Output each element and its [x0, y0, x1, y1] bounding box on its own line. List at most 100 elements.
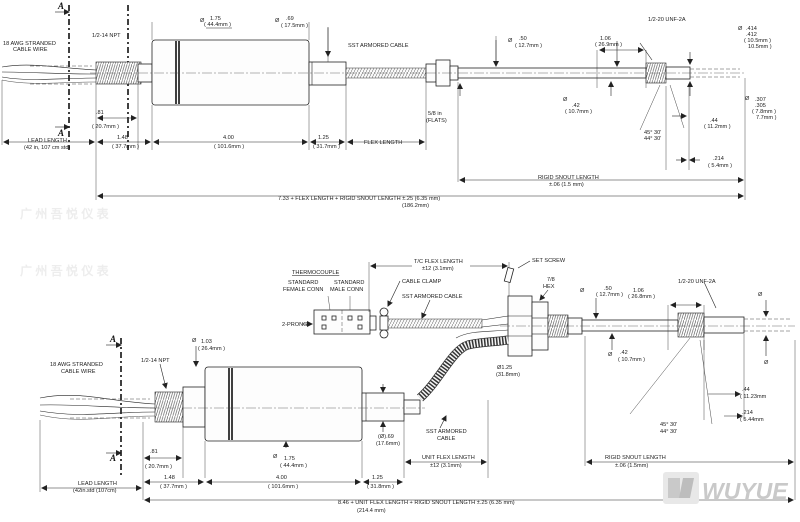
top-snouttol: ±.06 (1.5 mm) [549, 182, 584, 188]
bottom-npt-thread [154, 391, 184, 423]
bottom-d400: 4.00 [276, 475, 287, 481]
bottom-sst2: SST ARMORED [426, 429, 467, 435]
bottom-ø-label-2: Ø [580, 288, 585, 294]
bottom-awg: 18 AWG STRANDED [50, 362, 103, 368]
bottom-d148: 1.48 [164, 475, 175, 481]
bottom-d81mm: ( 20.7mm ) [145, 464, 172, 470]
bottom-d125: 1.25 [372, 475, 383, 481]
svg-text:广 州 吾 悦 仪 表: 广 州 吾 悦 仪 表 [20, 206, 110, 221]
top-d175mm: ( 44.4mm ) [204, 22, 231, 28]
bottom-d103mm: ( 26.4mm ) [198, 346, 225, 352]
bottom-bent-cable [417, 336, 509, 401]
bottom-d81: .81 [150, 449, 158, 455]
top-angle-2: 44° 30' [644, 136, 661, 142]
watermark: 广 州 吾 悦 仪 表 广 州 吾 悦 仪 表 [20, 206, 110, 278]
bottom-ø175: Ø [273, 454, 278, 460]
top-d69: .69 [286, 16, 294, 22]
bottom-sfc2: FEMALE CONN [283, 287, 323, 293]
bottom-hex2: HEX [543, 284, 555, 290]
bottom-d106: 1.06 [633, 288, 644, 294]
bottom-d175: 1.75 [284, 456, 295, 462]
svg-text:广 州 吾 悦 仪 表: 广 州 吾 悦 仪 表 [20, 263, 110, 278]
top-section-marker: A [57, 1, 64, 11]
bottom-ø-right: Ø [758, 292, 763, 298]
top-section-marker-bottom: A [57, 128, 64, 138]
top-awg-label-2: CABLE WIRE [13, 47, 48, 53]
top-d50mm: ( 12.7mm ) [515, 43, 542, 49]
bottom-hex: 7/8 [547, 277, 555, 283]
bottom-section-marker: A [109, 334, 116, 344]
bottom-d103: 1.03 [201, 339, 212, 345]
top-leadsub: (42 in, 107 cm std) [24, 145, 70, 151]
top-unf: 1/2-20 UNF-2A [648, 17, 686, 23]
top-d69mm: ( 17.5mm ) [281, 23, 308, 29]
top-d50: .50 [519, 36, 527, 42]
bottom-d44: .44 [742, 387, 750, 393]
top-d214: .214 [713, 156, 724, 162]
bottom-d125mm: ( 31.8mm ) [367, 484, 394, 490]
bottom-d44mm: ( 11.23mm [740, 394, 767, 400]
top-d305: .305 [755, 103, 766, 109]
bottom-d42mm: ( 10.7mm ) [618, 357, 645, 363]
top-d106: 1.06 [600, 36, 611, 42]
bottom-uflex: UNIT FLEX LENGTH [422, 455, 475, 461]
top-d412: .412 [746, 32, 757, 38]
top-ø-label: Ø [200, 18, 205, 24]
bottom-lead: LEAD LENGTH [78, 481, 117, 487]
top-d400mm: ( 101.6mm ) [214, 144, 244, 150]
top-d42mm: ( 10.7mm ) [565, 109, 592, 115]
bottom-section-marker-bottom: A [109, 453, 116, 463]
bottom-sst: SST ARMORED CABLE [402, 294, 463, 300]
bottom-ø-label: Ø [192, 338, 197, 344]
bottom-npt: 1/2-14 NPT [141, 358, 170, 364]
bottom-unf: 1/2-20 UNF-2A [678, 279, 716, 285]
top-lead-wires [1, 64, 97, 85]
bottom-d214: .214 [742, 410, 753, 416]
bottom-smc: STANDARD [334, 280, 364, 286]
bottom-d148mm: ( 37.7mm ) [160, 484, 187, 490]
top-d307mm: ( 7.8mm ) [752, 109, 776, 115]
bottom-snout-tip [703, 316, 745, 334]
bottom-d400mm: ( 101.6mm ) [268, 484, 298, 490]
top-lead: LEAD LENGTH [28, 138, 67, 144]
bottom-tc: THERMOCOUPLE [292, 270, 340, 276]
bottom-prong: 2-PRONG [282, 322, 308, 328]
bottom-ø-label-3: Ø [608, 352, 613, 358]
bottom-angle-2: 44° 30' [660, 429, 677, 435]
bottom-tcflex: T/C FLEX LENGTH [414, 259, 463, 265]
top-drawing: A A [1, 1, 777, 209]
bottom-angle-1: 45° 30' [660, 422, 677, 428]
top-totalmm: (186.2mm) [402, 203, 429, 209]
top-d125: 1.25 [318, 135, 329, 141]
bottom-snout: RIGID SNOUT LENGTH [605, 455, 666, 461]
top-d58: 5/8 in [428, 111, 442, 117]
top-d307: .307 [755, 97, 766, 103]
top-ø-label-3: Ø [508, 38, 513, 44]
bottom-d69mm: (17.6mm) [376, 441, 400, 447]
logo-text: WUYUE [702, 478, 788, 504]
bottom-smc2: MALE CONN [330, 287, 363, 293]
top-d148: 1.48 [117, 135, 128, 141]
bottom-dimensions [39, 281, 796, 503]
bottom-d125bmm: (31.8mm) [496, 372, 520, 378]
top-d44: .44 [710, 118, 718, 124]
bottom-total: 8.46 + UNIT FLEX LENGTH + RIGID SNOUT LE… [338, 500, 515, 506]
bottom-snout-thread [677, 312, 705, 338]
top-d305mm: 7.7mm ) [756, 115, 777, 121]
top-d125mm: ( 31.7mm ) [313, 144, 340, 150]
top-snout: RIGID SNOUT LENGTH [538, 175, 599, 181]
top-npt-label: 1/2-14 NPT [92, 33, 121, 39]
top-d175: 1.75 [210, 16, 221, 22]
top-ø-label-5: Ø [563, 97, 568, 103]
bottom-ø-right-2: Ø [764, 360, 769, 366]
top-flex: FLEX LENGTH [364, 140, 402, 146]
bottom-leadsub: (42in.std (107cm) [73, 488, 117, 494]
top-d44mm: ( 11.2mm ) [704, 124, 731, 130]
top-d42: .42 [572, 103, 580, 109]
bottom-d50: .50 [604, 286, 612, 292]
bottom-drawing: THERMOCOUPLE STANDARD FEMALE CONN STANDA… [39, 258, 796, 514]
top-flats: (FLATS) [426, 118, 447, 124]
top-awg-label: 18 AWG STRANDED [3, 41, 56, 47]
bottom-d50mm: ( 12.7mm ) [596, 292, 623, 298]
